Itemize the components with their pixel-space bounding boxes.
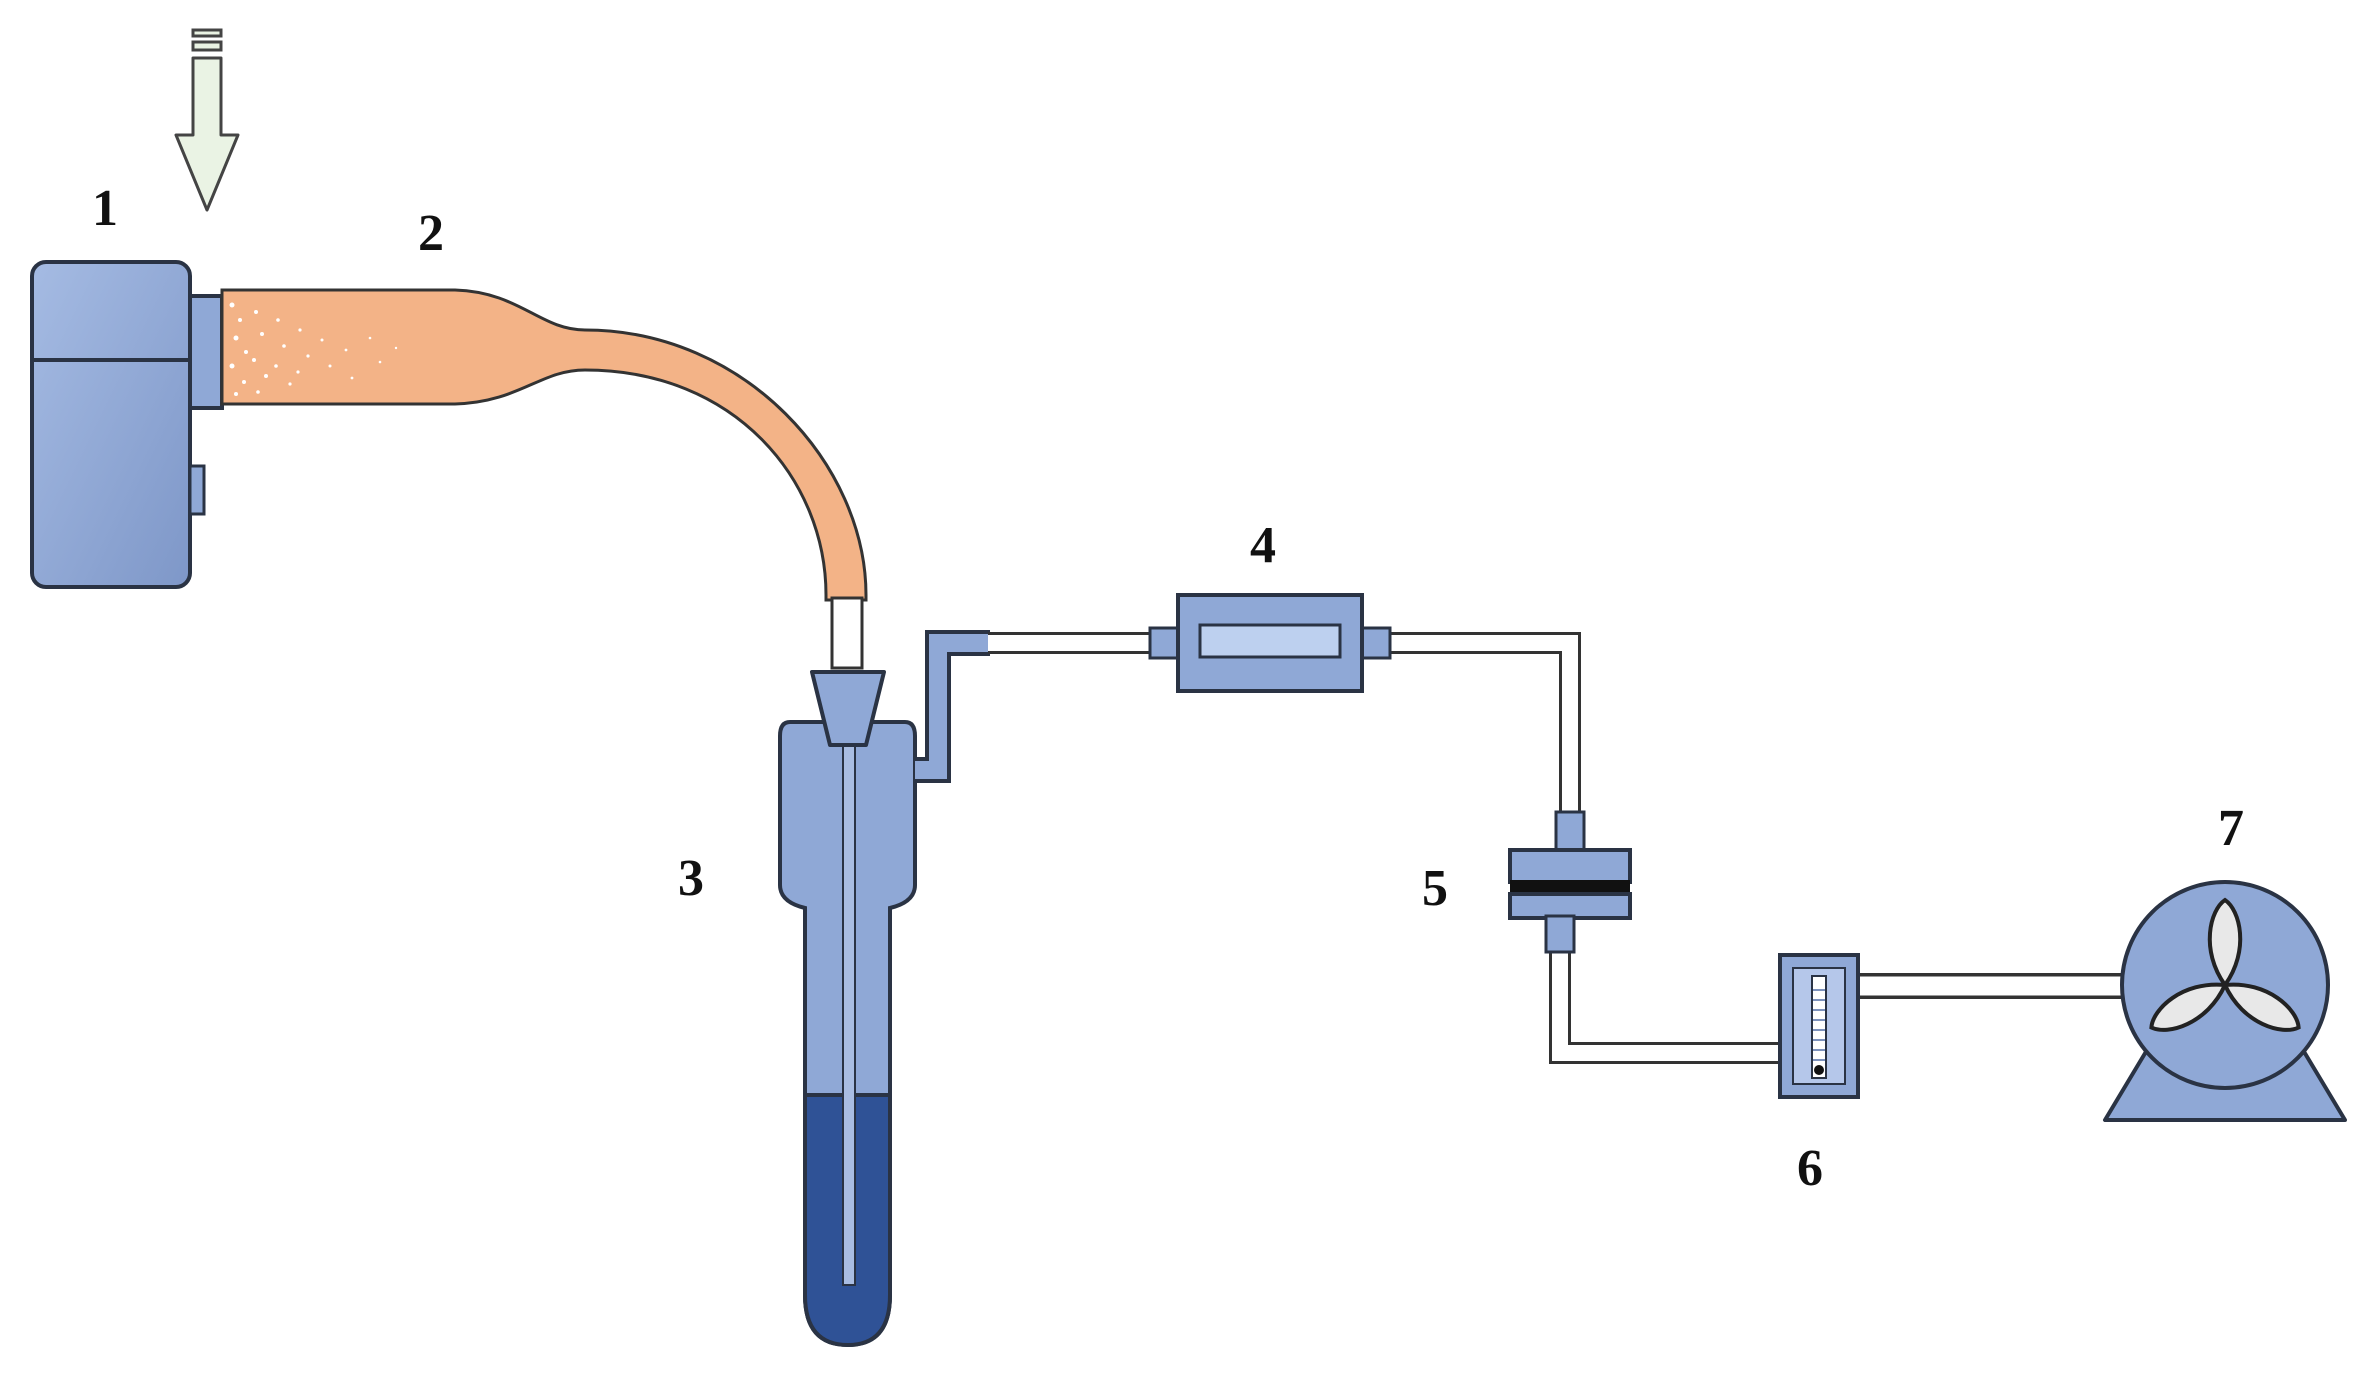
- label-1: 1: [92, 180, 118, 237]
- particle-dots: [229, 302, 398, 396]
- flexible-tube: [220, 288, 868, 602]
- sampler-unit: [30, 260, 224, 589]
- filter-holder: [1508, 810, 1632, 954]
- label-3: 3: [678, 850, 704, 907]
- label-5: 5: [1422, 860, 1448, 917]
- inlet-arrow-icon: [174, 28, 240, 212]
- impinger-tube: [778, 596, 990, 1348]
- label-7: 7: [2218, 800, 2244, 857]
- label-2: 2: [418, 205, 444, 262]
- label-4: 4: [1250, 517, 1276, 574]
- connecting-pipes: [988, 632, 2128, 1064]
- fan-blade-icon: [2149, 897, 2301, 1032]
- drying-tube: [1148, 593, 1392, 693]
- flowmeter: [1778, 953, 1860, 1099]
- label-6: 6: [1797, 1140, 1823, 1197]
- vacuum-pump: [2103, 880, 2347, 1122]
